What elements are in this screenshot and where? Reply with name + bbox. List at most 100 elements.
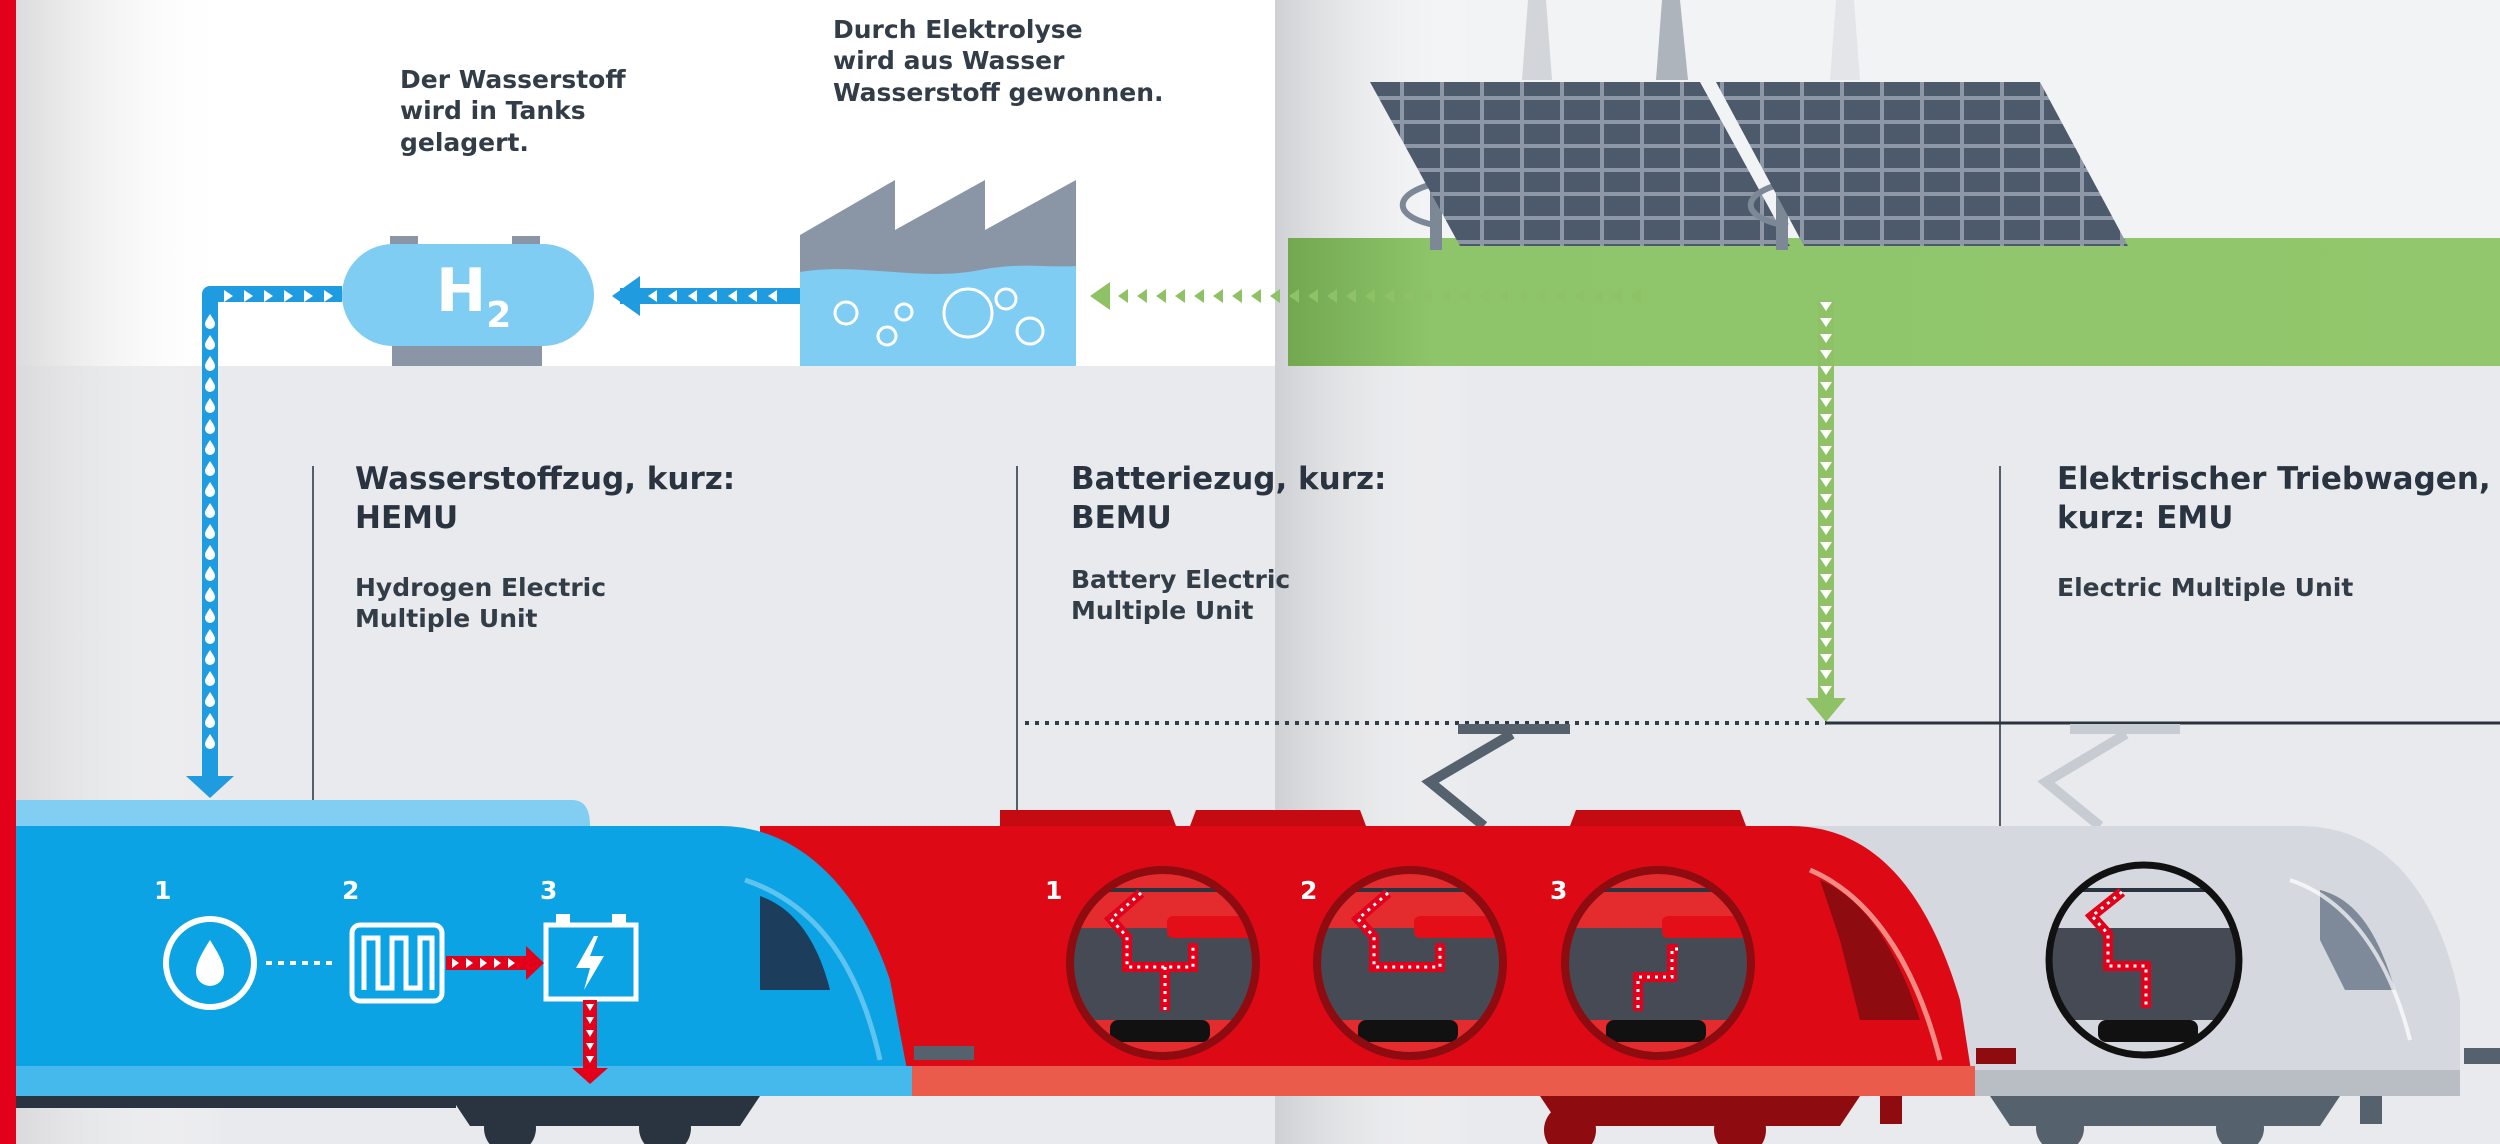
- caption-line: gelagert.: [400, 127, 529, 157]
- fuel-cell-icon: [349, 922, 445, 1004]
- energy-chevron-marker: [1820, 478, 1832, 487]
- flow-dot-marker: [302, 961, 308, 965]
- water-drop-icon: [163, 916, 257, 1010]
- bemu-heading: Batteriezug, kurz: BEMU Battery Electric…: [1071, 460, 1386, 626]
- water-drop-marker: [205, 335, 215, 350]
- energy-chevron-marker: [1536, 289, 1546, 303]
- energy-chevron-marker: [1820, 446, 1832, 455]
- energy-chevron-marker: [1574, 289, 1584, 303]
- flow-chevron-marker: [586, 1017, 594, 1024]
- bemu-step-number: 1: [1045, 876, 1063, 905]
- energy-chevron-marker: [1820, 350, 1832, 359]
- flow-chevron-marker: [224, 290, 233, 302]
- flow-chevron-marker: [508, 958, 515, 968]
- hemu-step-number: 1: [154, 876, 172, 905]
- flow-chevron-marker: [452, 958, 459, 968]
- flow-chevron-marker: [668, 290, 677, 302]
- arrowhead-down-blue: [186, 776, 234, 798]
- energy-chevron-marker: [1820, 510, 1832, 519]
- energy-chevron-marker: [1308, 289, 1318, 303]
- energy-chevron-marker: [1820, 526, 1832, 535]
- caption-line: wird aus Wasser: [833, 46, 1065, 76]
- energy-chevron-marker: [1820, 366, 1832, 375]
- train-title-line: Wasserstoffzug, kurz:: [355, 461, 736, 497]
- water-drop-marker: [205, 461, 215, 476]
- caption-line: Wasserstoff gewonnen.: [833, 77, 1164, 107]
- flow-chevron-marker: [304, 290, 313, 302]
- train-subtitle-line: Battery Electric: [1071, 564, 1291, 594]
- energy-chevron-marker: [1820, 654, 1832, 663]
- bubbles: [833, 287, 1045, 347]
- flow-chevron-marker: [494, 958, 501, 968]
- red-accent-bar: [0, 0, 16, 1144]
- flow-chevron-marker: [264, 290, 273, 302]
- water-drop-marker: [205, 356, 215, 371]
- emu-lens: [2045, 861, 2243, 1059]
- energy-chevron-marker: [1498, 289, 1508, 303]
- energy-path-dashes: [1108, 891, 1195, 1011]
- flow-chevron-marker: [728, 290, 737, 302]
- water-drop-marker: [205, 734, 215, 749]
- energy-chevron-marker: [1820, 494, 1832, 503]
- water-drop-marker: [205, 398, 215, 413]
- energy-chevron-marker: [1820, 542, 1832, 551]
- grass-field: [1288, 238, 2500, 366]
- energy-chevron-marker: [1194, 289, 1204, 303]
- water-drop-marker: [205, 545, 215, 560]
- bemu-step-number: 3: [1550, 876, 1568, 905]
- train-title-line: BEMU: [1071, 499, 1172, 536]
- flow-dot-marker: [278, 961, 284, 965]
- train-title-line: Elektrischer Triebwagen,: [2057, 461, 2491, 497]
- energy-chevron-marker: [1327, 289, 1337, 303]
- caption-line: Der Wasserstoff: [400, 65, 626, 94]
- energy-chevron-marker: [1232, 289, 1242, 303]
- water-drop-marker: [205, 503, 215, 518]
- train-subtitle-line: Hydrogen Electric: [355, 572, 607, 602]
- energy-chevron-marker: [1820, 638, 1832, 647]
- energy-chevron-marker: [1631, 289, 1641, 303]
- energy-chevron-marker: [1213, 289, 1223, 303]
- water-drop-marker: [205, 440, 215, 455]
- hemu-step-number: 3: [540, 876, 558, 905]
- water-drop-marker: [205, 608, 215, 623]
- tank-caption: Der Wasserstoff wird in Tanks gelagert.: [400, 64, 626, 158]
- water-drop-marker: [205, 713, 215, 728]
- water-drop-marker: [205, 629, 215, 644]
- water-drop-marker: [205, 377, 215, 392]
- water-drop-marker: [205, 650, 215, 665]
- water-drop-marker: [205, 524, 215, 539]
- water-drop-marker: [205, 566, 215, 581]
- energy-chevron-marker: [1156, 289, 1166, 303]
- power-flow-arrowhead: [526, 946, 544, 980]
- solar-panels: [1370, 82, 2128, 250]
- flow-chevron-marker: [688, 290, 697, 302]
- energy-chevron-marker: [1346, 289, 1356, 303]
- water-drop-marker: [205, 692, 215, 707]
- solar-panel-left: [1370, 82, 1790, 246]
- bemu-lens-3: [1561, 866, 1755, 1060]
- flow-chevron-marker: [768, 290, 777, 302]
- train-title-line: HEMU: [355, 499, 459, 536]
- h2-label: H2: [436, 256, 511, 336]
- electrolysis-factory: [800, 180, 1076, 366]
- energy-chevron-marker: [1175, 289, 1185, 303]
- water-drop-marker: [205, 314, 215, 329]
- hydrogen-tank: [342, 236, 594, 366]
- energy-chevron-marker: [1517, 289, 1527, 303]
- flow-dot-marker: [290, 961, 296, 965]
- energy-chevron-marker: [1820, 686, 1832, 695]
- energy-chevron-marker: [1365, 289, 1375, 303]
- energy-chevron-marker: [1555, 289, 1565, 303]
- water-drop-marker: [205, 482, 215, 497]
- water-drop-marker: [205, 671, 215, 686]
- train-title-line: kurz: EMU: [2057, 499, 2234, 536]
- wind-turbine-towers: [1522, 0, 1860, 80]
- hemu-step-number: 2: [342, 876, 360, 905]
- energy-chevron-marker: [1820, 382, 1832, 391]
- electrolysis-caption: Durch Elektrolyse wird aus Wasser Wasser…: [833, 14, 1164, 108]
- arrowhead-down-green: [1806, 698, 1846, 722]
- energy-chevron-marker: [1820, 302, 1832, 311]
- energy-chevron-marker: [1441, 289, 1451, 303]
- flow-dot-marker: [266, 961, 272, 965]
